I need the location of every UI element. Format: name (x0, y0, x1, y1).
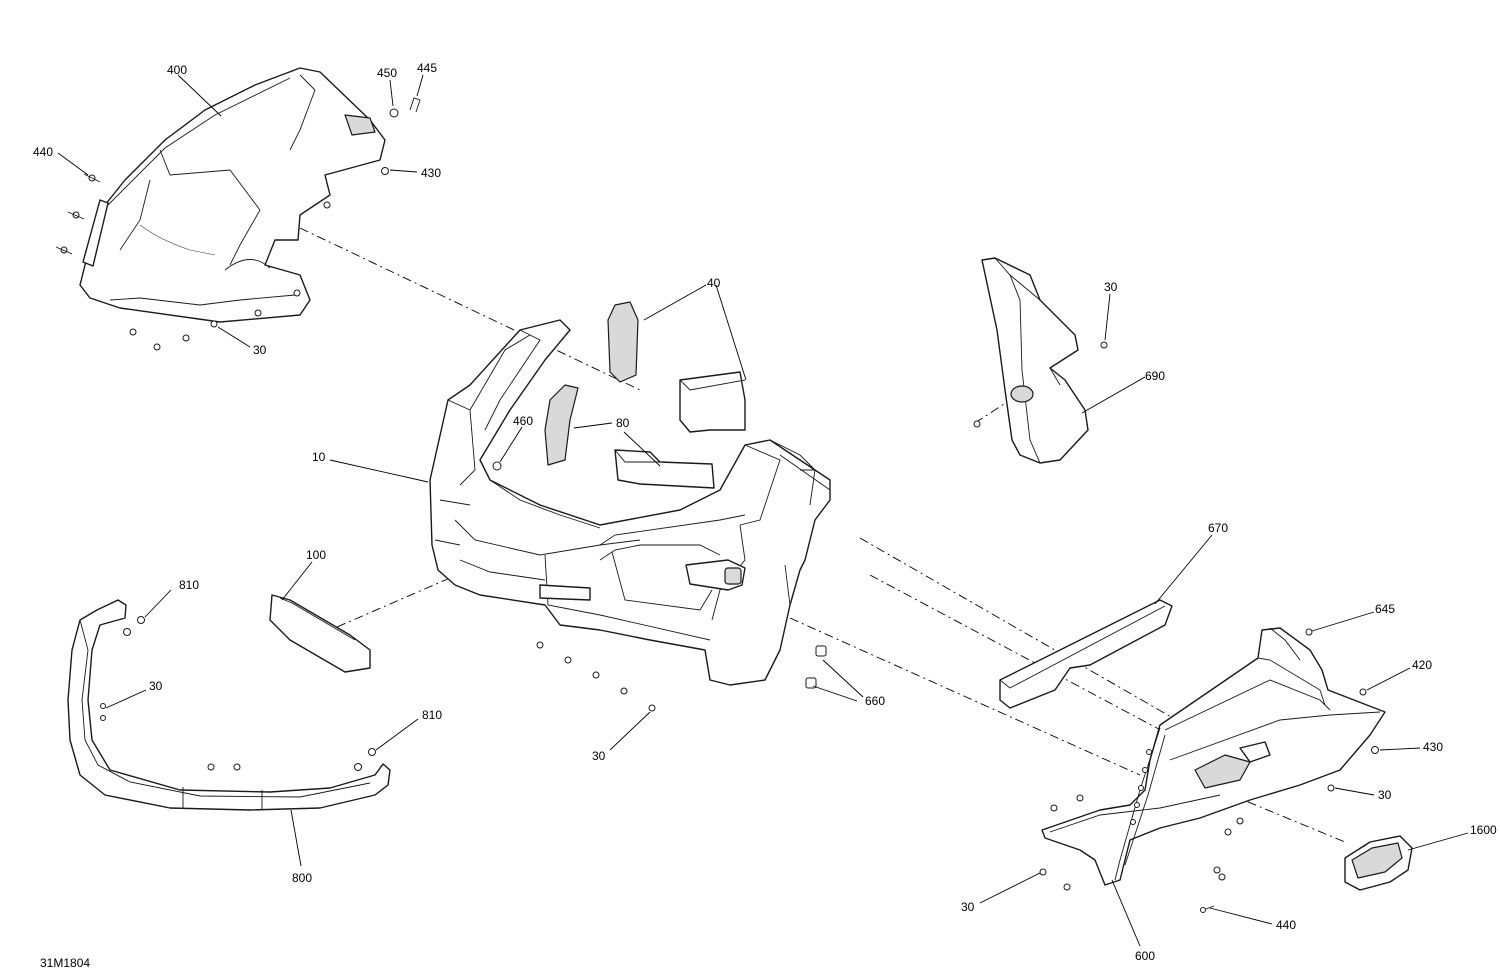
part-400-upper-panel (79, 67, 386, 323)
callout-445: 445 (417, 61, 437, 75)
callout-430-top: 430 (421, 166, 441, 180)
callout-1600: 1600 (1470, 823, 1497, 837)
callout-100: 100 (306, 548, 326, 562)
callout-810-bottom: 810 (422, 708, 442, 722)
part-800-bumper-bar (67, 599, 391, 811)
callout-810-top: 810 (179, 578, 199, 592)
callout-430-right: 430 (1423, 740, 1443, 754)
callout-30-center: 30 (592, 749, 606, 763)
fasteners-400 (55, 97, 421, 351)
callout-30-690: 30 (1104, 280, 1118, 294)
leader-lines (57, 74, 1469, 947)
callout-80: 80 (616, 416, 630, 430)
callout-440-bottom: 440 (1276, 918, 1296, 932)
callout-30-top: 30 (253, 343, 267, 357)
callout-450: 450 (377, 66, 397, 80)
callout-40: 40 (707, 276, 721, 290)
fasteners-10 (492, 461, 827, 712)
callout-660: 660 (865, 694, 885, 708)
callout-labels: 400 450 445 440 430 30 40 80 460 10 30 6… (33, 61, 1497, 963)
callout-400: 400 (167, 63, 187, 77)
callout-30-bumper: 30 (149, 679, 163, 693)
callout-600: 600 (1135, 949, 1155, 963)
callout-460: 460 (513, 414, 533, 428)
callout-440-top: 440 (33, 145, 53, 159)
parts-40-foam-blocks (607, 301, 746, 433)
part-10-front-housing (429, 319, 831, 686)
parts-80-foam-blocks (544, 384, 715, 489)
part-600-lower-panel (1041, 627, 1386, 886)
drawing-id: 31M1804 (40, 956, 91, 970)
part-100-grille (269, 594, 371, 673)
callout-30-right: 30 (1378, 788, 1392, 802)
part-690-side-panel (973, 257, 1108, 464)
callout-10: 10 (312, 450, 326, 464)
callout-420: 420 (1412, 658, 1432, 672)
callout-645: 645 (1375, 602, 1395, 616)
part-670-foam-bar (999, 599, 1173, 709)
callout-670: 670 (1208, 521, 1228, 535)
callout-800: 800 (292, 871, 312, 885)
callout-690: 690 (1145, 369, 1165, 383)
callout-30-bottom-right: 30 (961, 900, 975, 914)
part-1600-module (1344, 835, 1413, 891)
fasteners-600 (1039, 628, 1379, 913)
